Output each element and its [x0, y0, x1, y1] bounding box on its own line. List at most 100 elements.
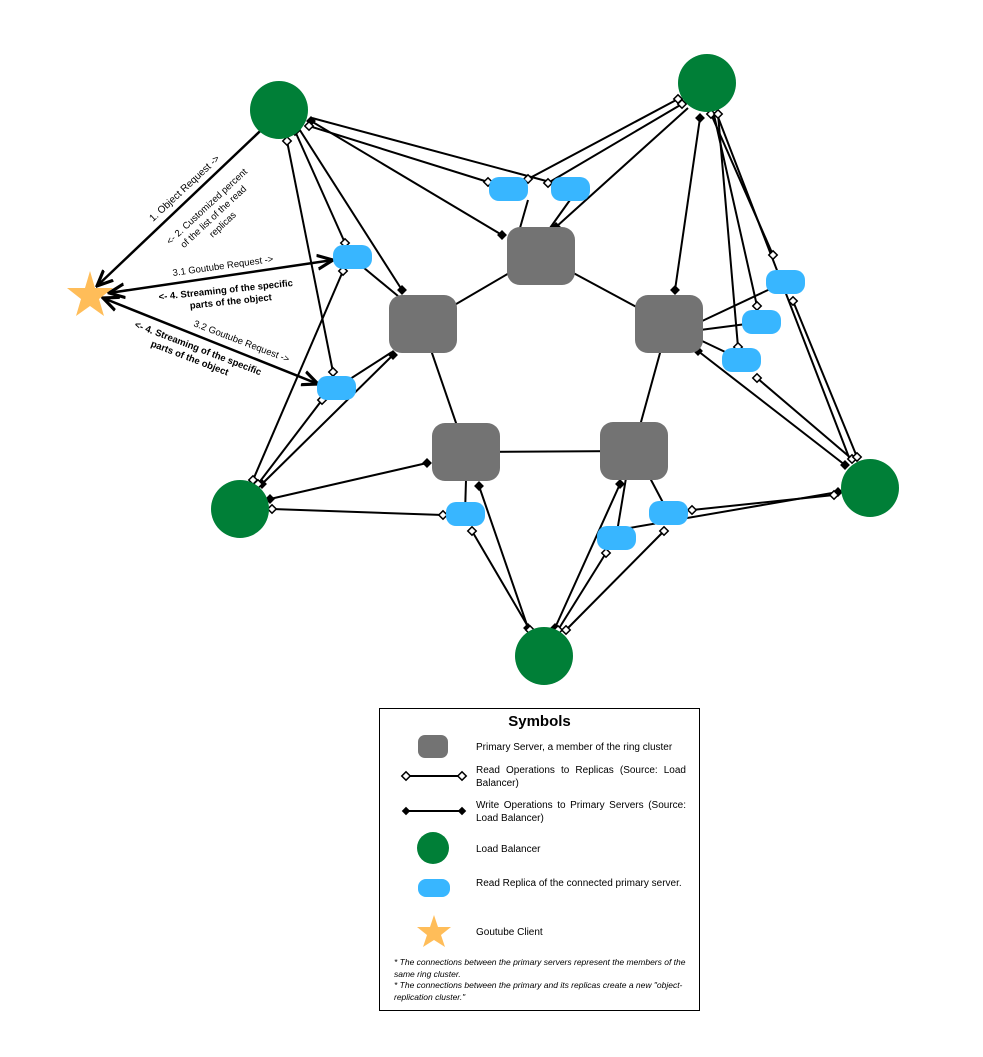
legend-text: Read Operations to Replicas (Source: Loa… — [476, 765, 686, 789]
primary-server-icon — [418, 735, 448, 758]
write-op-line — [269, 462, 428, 500]
read-replica — [551, 177, 590, 201]
primary-server — [432, 423, 500, 481]
write-marker — [388, 350, 398, 360]
read-marker — [751, 300, 763, 312]
write-marker — [474, 481, 484, 491]
write-op-line — [295, 123, 403, 291]
write-op-line — [674, 117, 701, 291]
client-arrows — [97, 116, 333, 384]
read-op-line — [257, 399, 323, 485]
write-marker — [615, 479, 625, 489]
read-marker — [303, 120, 315, 132]
write-op-line — [261, 354, 394, 485]
load-balancer-top-right — [678, 54, 736, 112]
read-op-line — [286, 140, 334, 373]
read-op-line — [294, 130, 346, 244]
write-marker — [670, 285, 680, 295]
read-op-line — [565, 530, 665, 631]
arrow-labels: 1. Object Request -> <- 2. Customized pe… — [133, 153, 294, 378]
write-op-line — [478, 485, 529, 629]
write-op-line — [310, 120, 503, 236]
read-marker — [851, 451, 863, 463]
read-marker — [828, 489, 840, 501]
write-marker — [497, 230, 507, 240]
client-star-icon — [417, 915, 451, 947]
read-replica — [597, 526, 636, 550]
load-balancer-connections — [252, 98, 858, 631]
write-marker — [422, 458, 432, 468]
read-replica — [333, 245, 372, 269]
read-marker — [266, 503, 278, 515]
read-op-line — [557, 552, 607, 631]
write-operation-icon — [401, 806, 467, 816]
read-marker — [542, 177, 554, 189]
read-op-line — [471, 530, 531, 631]
read-replica — [649, 501, 688, 525]
read-marker — [560, 624, 572, 636]
write-op-line — [697, 350, 846, 466]
legend-text: Read Replica of the connected primary se… — [476, 878, 682, 889]
read-op-line — [308, 125, 489, 183]
load-balancer-right — [841, 459, 899, 517]
read-marker — [327, 366, 339, 378]
read-replica — [742, 310, 781, 334]
primary-server — [600, 422, 668, 480]
read-marker — [676, 98, 688, 110]
hollow-diamonds — [247, 93, 863, 636]
read-op-line — [691, 494, 835, 511]
goutube-request-arrow-2 — [103, 298, 318, 384]
read-replica — [317, 376, 356, 400]
read-replica — [446, 502, 485, 526]
write-op-line — [555, 107, 689, 228]
read-marker — [281, 135, 293, 147]
goutube-client-star-icon — [67, 271, 113, 316]
load-balancer-top-left — [250, 81, 308, 139]
read-op-line — [311, 117, 551, 183]
primary-server — [507, 227, 575, 285]
legend-text: Write Operations to Primary Servers (Sou… — [476, 800, 686, 824]
read-replica — [722, 348, 761, 372]
legend-note: * The connections between the primary se… — [394, 957, 686, 979]
read-op-line — [756, 377, 853, 460]
read-op-line — [717, 113, 739, 348]
primary-server — [389, 295, 457, 353]
load-balancer-bottom — [515, 627, 573, 685]
read-op-line — [547, 103, 683, 184]
label-replica-list: <- 2. Customized percent of the list of … — [165, 165, 269, 265]
replica-link — [519, 199, 529, 229]
read-op-line — [527, 98, 679, 180]
read-marker — [767, 249, 779, 261]
read-op-line — [792, 300, 858, 458]
read-replica — [489, 177, 528, 201]
read-replicas — [317, 177, 805, 550]
write-marker — [397, 285, 407, 295]
read-marker — [437, 509, 449, 521]
legend-text: Goutube Client — [476, 927, 543, 938]
goutube-request-arrow-1 — [109, 260, 333, 293]
legend-notes: * The connections between the primary se… — [394, 957, 689, 1003]
write-marker — [840, 460, 850, 470]
write-op-line — [554, 483, 621, 629]
legend-text: Load Balancer — [476, 844, 541, 855]
write-marker — [695, 113, 705, 123]
read-replica-icon — [418, 879, 450, 897]
primary-servers — [389, 227, 703, 481]
read-marker — [787, 295, 799, 307]
read-marker — [600, 547, 612, 559]
read-marker — [712, 108, 724, 120]
read-marker — [751, 372, 763, 384]
replica-link — [549, 199, 571, 229]
read-operation-icon — [400, 770, 468, 782]
read-marker — [658, 525, 670, 537]
primary-server — [635, 295, 703, 353]
legend-note: * The connections between the primary an… — [394, 980, 683, 1002]
read-replica — [766, 270, 805, 294]
legend-box: Symbols Primary Server, a member of the … — [379, 708, 700, 1011]
read-op-line — [271, 508, 444, 516]
load-balancer-bottom-left — [211, 480, 269, 538]
legend-title: Symbols — [508, 713, 571, 730]
legend-text: Primary Server, a member of the ring clu… — [476, 742, 673, 753]
load-balancer-icon — [417, 832, 449, 864]
